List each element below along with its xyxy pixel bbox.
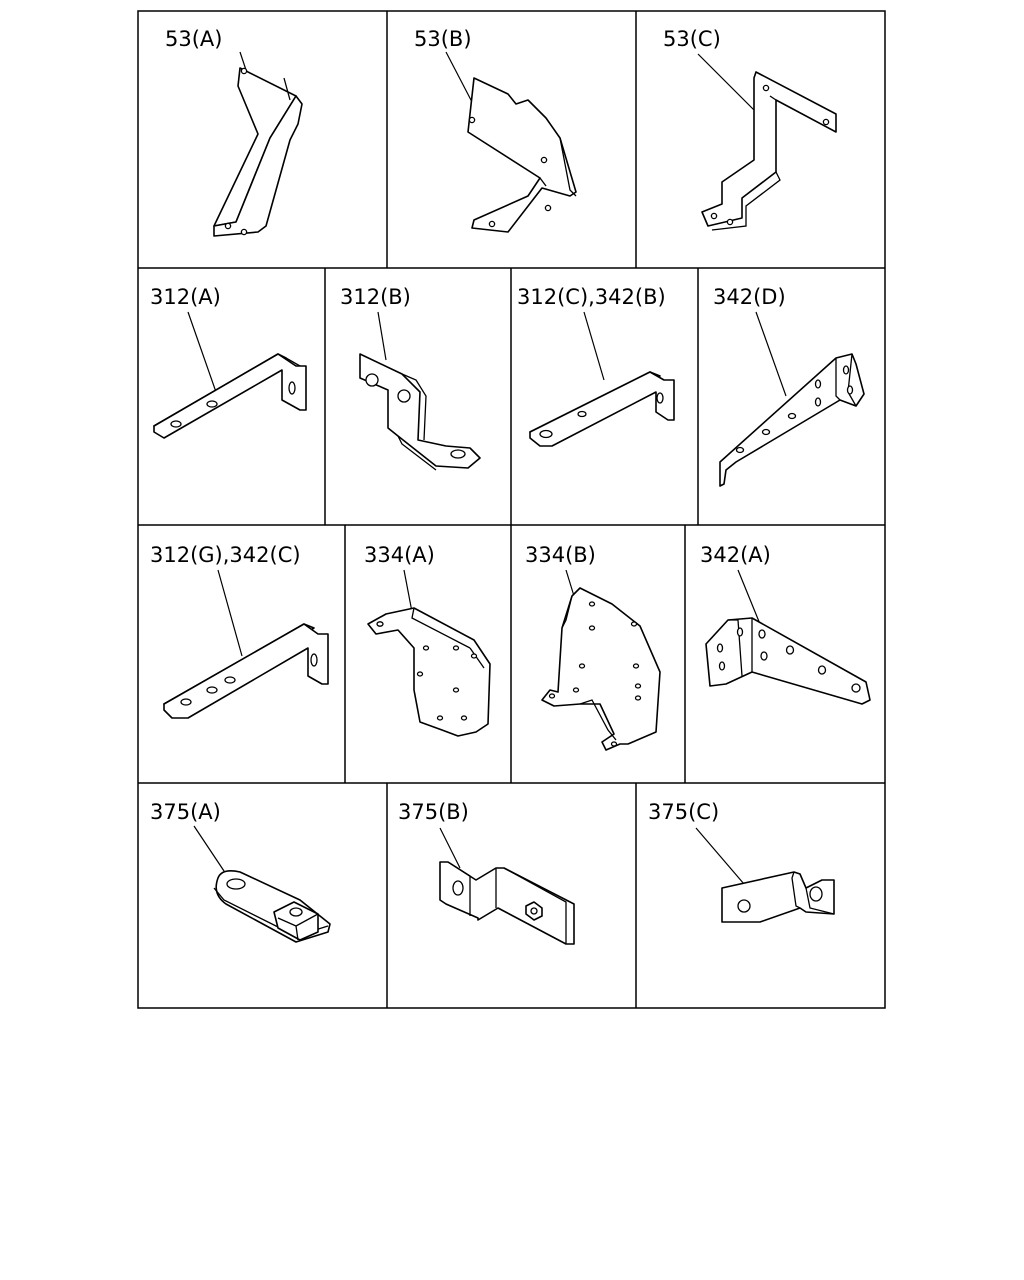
- part-375a: 375(A): [150, 800, 331, 943]
- label-334a: 334(A): [364, 543, 435, 567]
- part-375c: 375(C): [648, 800, 835, 923]
- part-53c: 53(C): [663, 27, 837, 231]
- label-375b: 375(B): [398, 800, 469, 824]
- part-334a: 334(A): [364, 543, 491, 737]
- grid-frame: [137, 10, 886, 1009]
- label-312g: 312(G),342(C): [150, 543, 301, 567]
- part-312a: 312(A): [150, 285, 307, 439]
- part-312g: 312(G),342(C): [150, 543, 329, 719]
- label-342d: 342(D): [713, 285, 786, 309]
- label-53c: 53(C): [663, 27, 721, 51]
- label-375a: 375(A): [150, 800, 221, 824]
- part-53a: 53(A): [165, 27, 303, 237]
- part-312b: 312(B): [340, 285, 481, 471]
- part-312c: 312(C),342(B): [517, 285, 675, 447]
- label-342a: 342(A): [700, 543, 771, 567]
- label-53a: 53(A): [165, 27, 222, 51]
- label-312b: 312(B): [340, 285, 411, 309]
- part-342d: 342(D): [713, 285, 865, 487]
- label-312c: 312(C),342(B): [517, 285, 666, 309]
- label-375c: 375(C): [648, 800, 719, 824]
- label-53b: 53(B): [414, 27, 472, 51]
- part-334b: 334(B): [525, 543, 661, 751]
- part-375b: 375(B): [398, 800, 575, 945]
- part-53b: 53(B): [414, 27, 577, 233]
- label-334b: 334(B): [525, 543, 596, 567]
- part-342a: 342(A): [700, 543, 871, 705]
- label-312a: 312(A): [150, 285, 221, 309]
